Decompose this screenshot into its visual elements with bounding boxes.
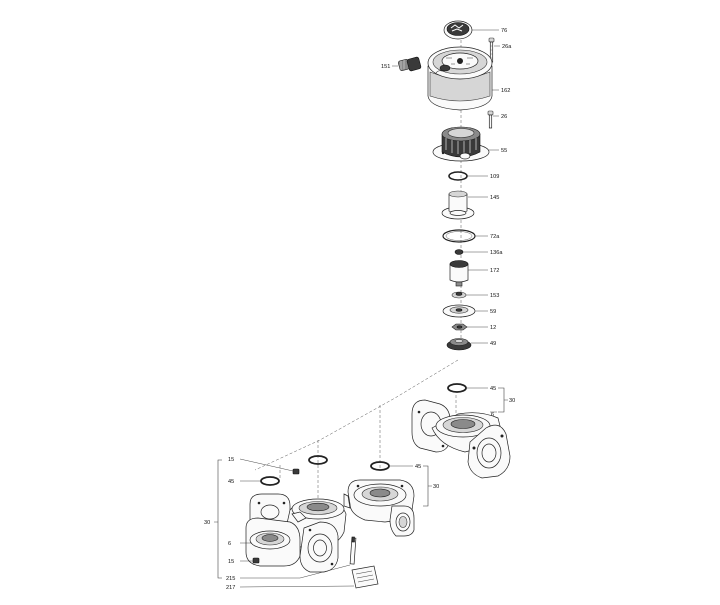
leader-215 — [299, 564, 351, 579]
callout-6-left: 6 — [228, 541, 231, 547]
part-145-cylinder — [441, 190, 475, 220]
part-26-screw — [487, 110, 494, 129]
callout-45-middle: 45 — [415, 464, 421, 470]
callout-217: 217 — [226, 585, 235, 591]
callout-153: 153 — [490, 293, 499, 299]
callout-12: 12 — [490, 325, 496, 331]
part-162-controller-head — [427, 46, 493, 111]
callout-15-top: 15 — [228, 457, 234, 463]
part-217-bag — [351, 565, 379, 589]
callout-136a: 136a — [490, 250, 503, 256]
part-151-connector — [398, 56, 422, 72]
callout-59: 59 — [490, 309, 496, 315]
part-55-valve-top — [432, 126, 490, 162]
leader-15-top — [239, 458, 294, 472]
callout-45-left: 45 — [228, 479, 234, 485]
part-ring-left-upper — [308, 455, 328, 465]
callout-72a: 72a — [490, 234, 500, 240]
bracket-30-middle — [423, 465, 429, 507]
part-215-tool — [349, 536, 357, 565]
bracket-30-left — [217, 459, 222, 579]
callout-76: 76 — [501, 28, 507, 34]
callout-151: 151 — [381, 64, 390, 70]
part-109-oring — [448, 171, 468, 181]
callout-55: 55 — [501, 148, 507, 154]
callout-145: 145 — [490, 195, 499, 201]
part-153-washer — [451, 291, 467, 299]
part-6-valve-body-right — [411, 399, 511, 479]
part-12-nut — [451, 323, 468, 331]
part-72a-gasket — [442, 229, 476, 243]
callout-172: 172 — [490, 268, 499, 274]
part-valve-body-middle — [343, 479, 415, 537]
callout-30-middle: 30 — [433, 484, 439, 490]
leader-217 — [239, 585, 355, 588]
part-136a-nut — [454, 249, 464, 255]
part-59-diaphragm — [442, 304, 476, 318]
callout-30-right: 30 — [509, 398, 515, 404]
part-172-spool — [449, 260, 469, 287]
callout-26a: 26a — [502, 44, 512, 50]
callout-30-left: 30 — [204, 520, 210, 526]
callout-109: 109 — [490, 174, 499, 180]
callout-49: 49 — [490, 341, 496, 347]
part-45-ring-left — [260, 476, 280, 486]
callout-215: 215 — [226, 576, 235, 582]
part-76-cap — [443, 20, 473, 40]
bracket-30-right — [498, 387, 505, 413]
part-15-plug-top — [292, 468, 300, 475]
part-49-seat — [446, 338, 472, 351]
part-15-plug-bottom — [252, 557, 260, 564]
callout-26: 26 — [501, 114, 507, 120]
callout-162: 162 — [501, 88, 510, 94]
callout-45-right: 45 — [490, 386, 496, 392]
callout-6-right: 6 — [491, 412, 494, 418]
part-6-valve-body-left — [245, 493, 347, 573]
callout-15-bottom: 15 — [228, 559, 234, 565]
part-45-ring-right — [447, 383, 467, 393]
